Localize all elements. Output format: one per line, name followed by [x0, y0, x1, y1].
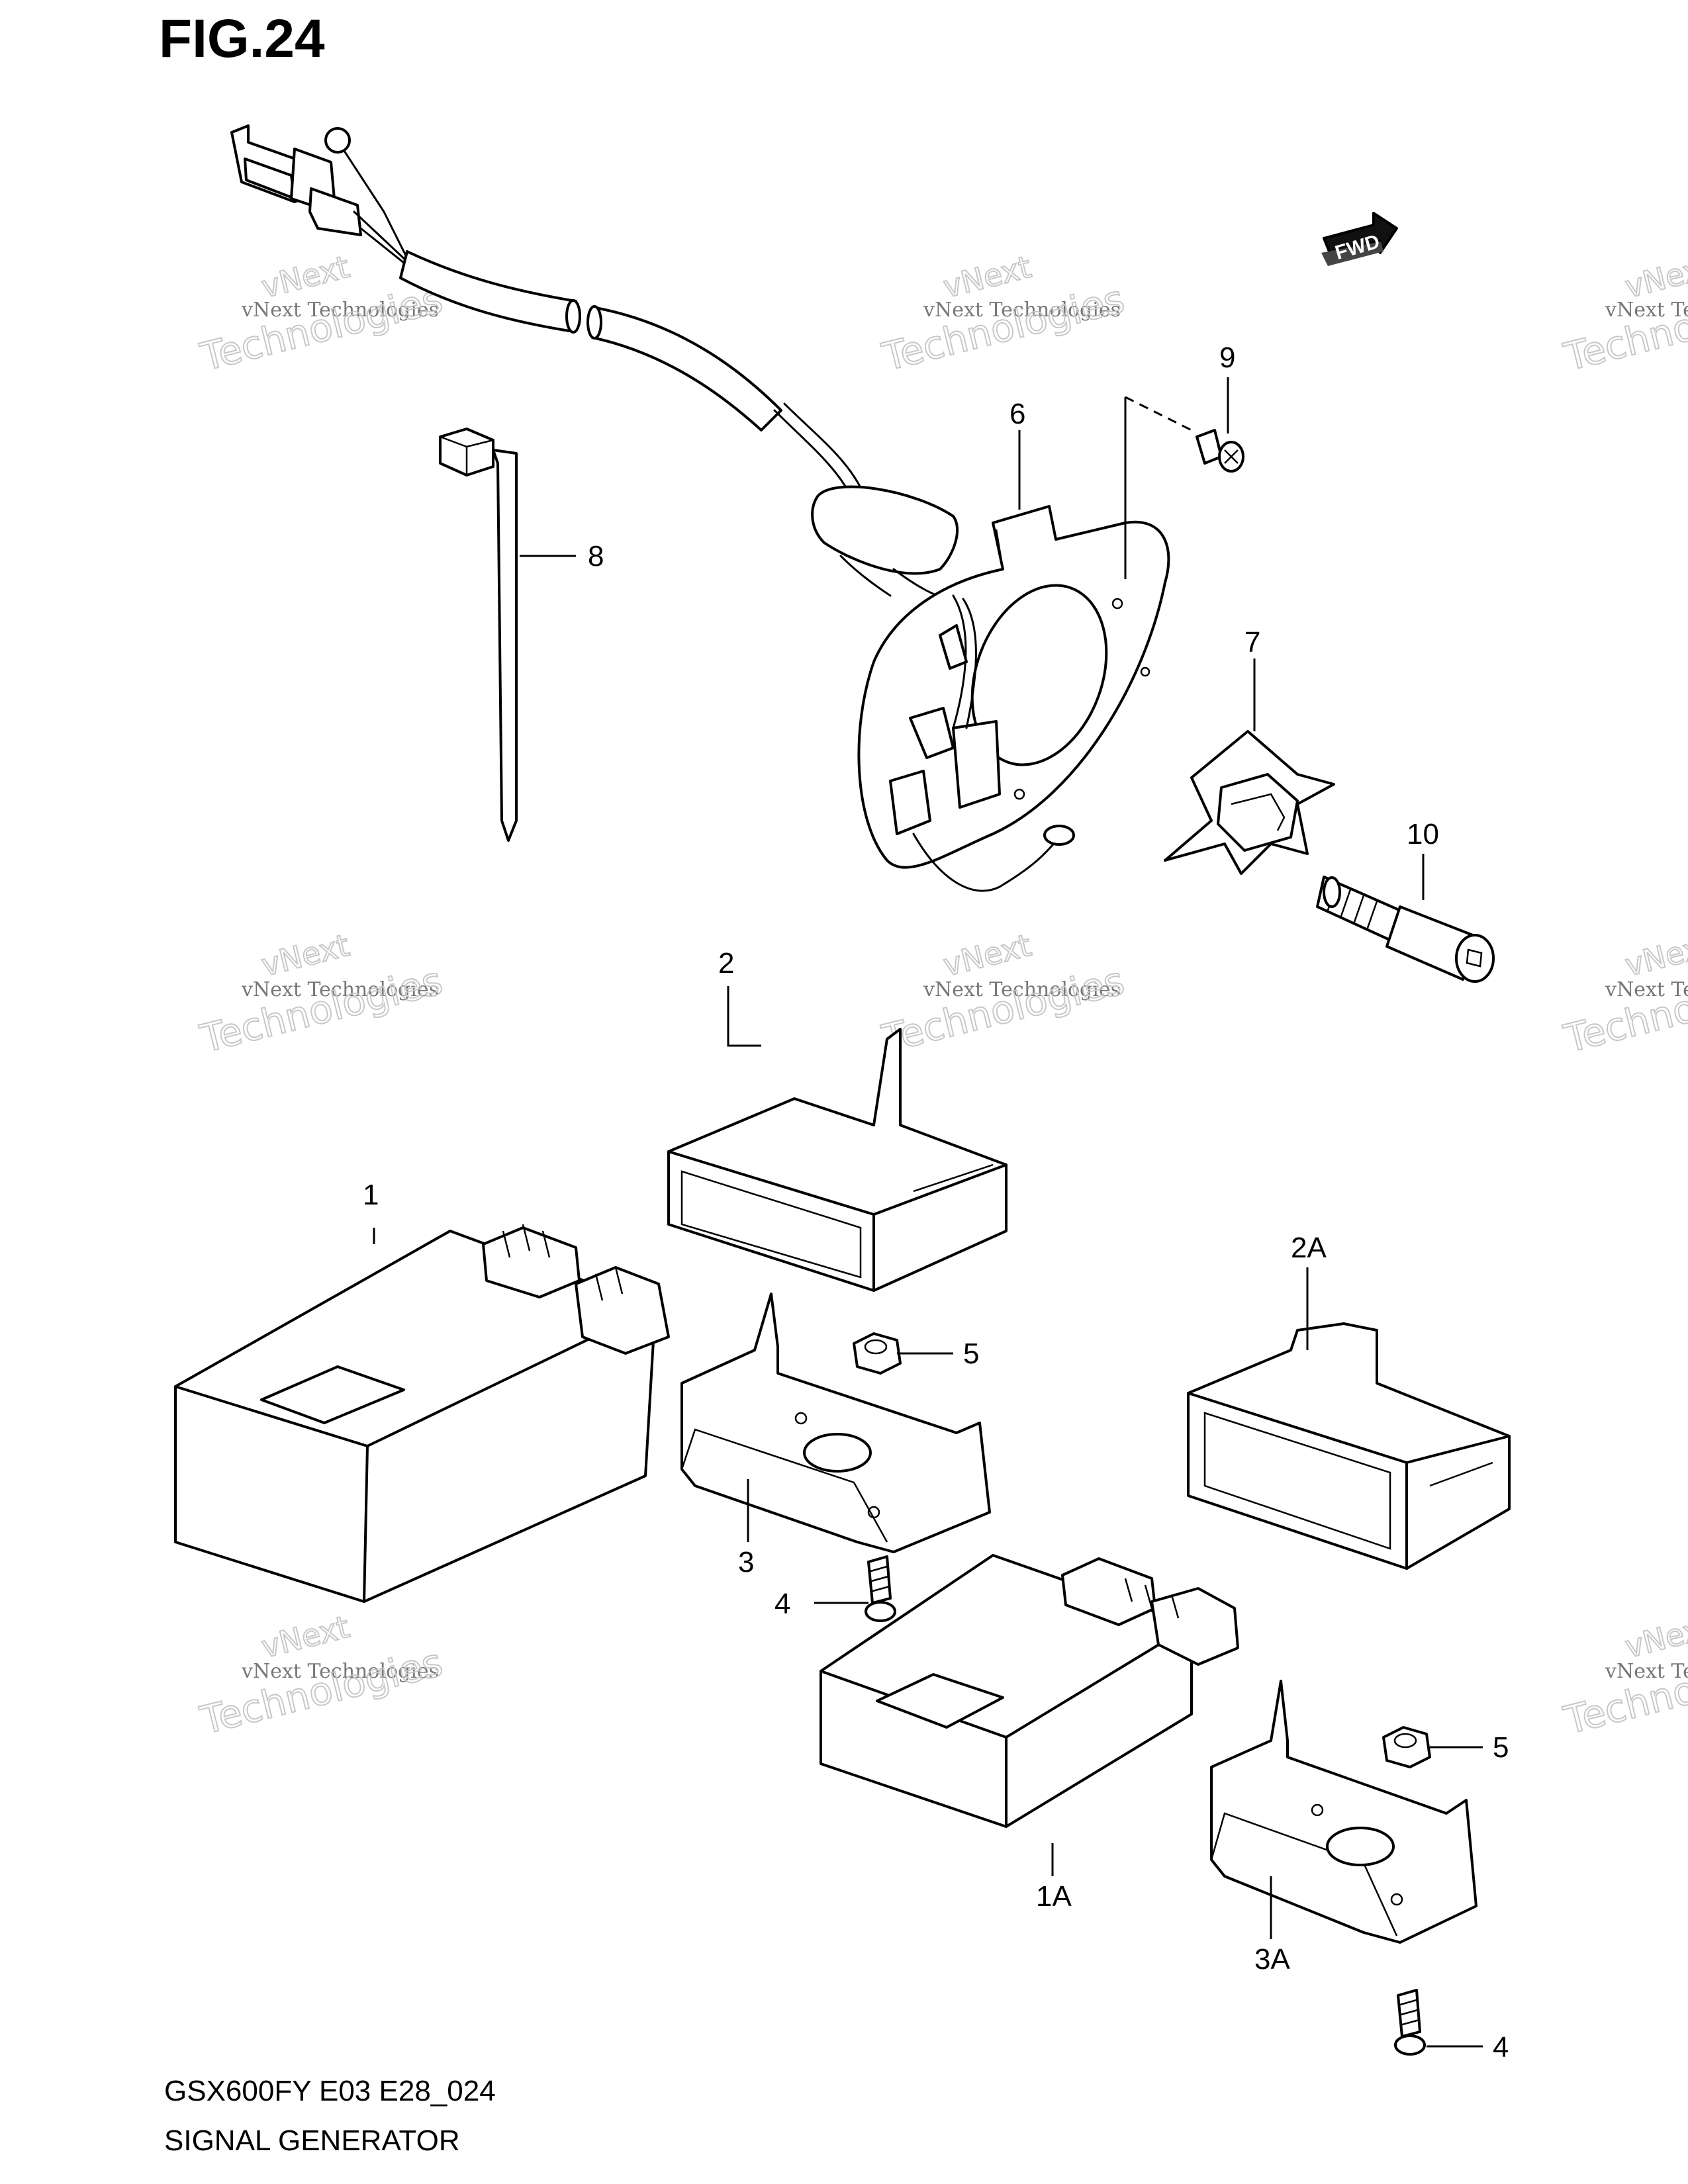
section-title: SIGNAL GENERATOR	[164, 2124, 460, 2157]
svg-text:vNext: vNext	[1622, 927, 1688, 983]
callout-3: 3	[738, 1546, 754, 1578]
svg-text:vNext Technologies: vNext Technologies	[241, 1660, 439, 1683]
igniter-cover-2a	[1187, 1322, 1511, 1570]
watermark-top-right: vNext vNext Technologies Technologies	[1559, 248, 1688, 381]
svg-text:Technologies: Technologies	[196, 1639, 447, 1743]
svg-text:Technologies: Technologies	[196, 276, 447, 379]
bolt-4-lower	[1394, 1989, 1426, 2056]
nut-5-upper	[853, 1332, 902, 1375]
svg-text:vNext: vNext	[1622, 1609, 1688, 1665]
watermark-mid-left: vNext vNext Technologies Technologies	[195, 927, 447, 1062]
callout-5-lower: 5	[1493, 1731, 1509, 1764]
callout-2: 2	[718, 947, 734, 979]
callout-1: 1	[363, 1179, 379, 1211]
callout-5-upper: 5	[963, 1338, 979, 1370]
callout-3a: 3A	[1254, 1943, 1290, 1976]
svg-text:vNext Technologies: vNext Technologies	[241, 978, 439, 1001]
callout-4-lower: 4	[1493, 2031, 1509, 2064]
wire-harness	[230, 124, 959, 600]
svg-text:vNext: vNext	[940, 249, 1035, 305]
bolt-4-upper	[865, 1555, 896, 1622]
callout-labels: 1 1A 2 2A 3 3A 4 4 5 5 6 7 8 9 10	[363, 341, 1509, 2064]
svg-text:Technologies: Technologies	[196, 958, 447, 1061]
svg-text:vNext Technologies: vNext Technologies	[1605, 298, 1688, 322]
watermark-low-left: vNext vNext Technologies Technologies	[195, 1608, 447, 1744]
svg-text:Technologies: Technologies	[878, 276, 1129, 379]
svg-text:vNext: vNext	[940, 927, 1035, 983]
svg-text:Technologies: Technologies	[878, 958, 1129, 1061]
signal-rotor	[1164, 730, 1335, 875]
nut-5-lower	[1382, 1726, 1431, 1768]
screw-9	[1196, 429, 1244, 473]
callout-9: 9	[1219, 341, 1235, 374]
bracket-3	[680, 1293, 991, 1553]
callout-10: 10	[1407, 818, 1439, 850]
callout-leaders	[373, 377, 1483, 2048]
cable-tie	[439, 428, 518, 842]
svg-text:vNext Technologies: vNext Technologies	[1605, 978, 1688, 1001]
svg-text:vNext Technologies: vNext Technologies	[241, 298, 439, 322]
forward-arrow-icon: FWD	[1321, 212, 1398, 266]
svg-text:vNext Technologies: vNext Technologies	[1605, 1660, 1688, 1683]
svg-text:vNext: vNext	[258, 1609, 353, 1665]
callout-2a: 2A	[1291, 1232, 1327, 1264]
watermark-mid-right: vNext vNext Technologies Technologies	[1559, 927, 1688, 1062]
igniter-unit-1a	[820, 1554, 1239, 1828]
igniter-unit-1	[174, 1224, 670, 1603]
callout-7: 7	[1244, 626, 1260, 659]
model-code: GSX600FY E03 E28_024	[164, 2075, 496, 2107]
callout-1a: 1A	[1036, 1880, 1072, 1913]
svg-text:vNext Technologies: vNext Technologies	[923, 978, 1121, 1001]
svg-text:vNext: vNext	[258, 927, 353, 983]
callout-8: 8	[588, 540, 604, 572]
svg-text:vNext: vNext	[1622, 249, 1688, 305]
igniter-cover-2	[667, 1028, 1008, 1292]
callout-6: 6	[1009, 398, 1025, 430]
figure-title: FIG.24	[159, 9, 325, 69]
svg-text:vNext: vNext	[258, 249, 353, 305]
svg-text:vNext Technologies: vNext Technologies	[923, 298, 1121, 322]
bracket-3a	[1210, 1680, 1477, 1944]
watermark-low-right: vNext vNext Technologies Technologies	[1559, 1608, 1688, 1744]
signal-generator-plate	[857, 396, 1192, 892]
bolt-10	[1316, 876, 1495, 983]
watermark-mid-center: vNext vNext Technologies Technologies	[877, 927, 1129, 1062]
watermark-top-center: vNext vNext Technologies Technologies	[877, 248, 1129, 381]
callout-4-upper: 4	[774, 1588, 790, 1620]
